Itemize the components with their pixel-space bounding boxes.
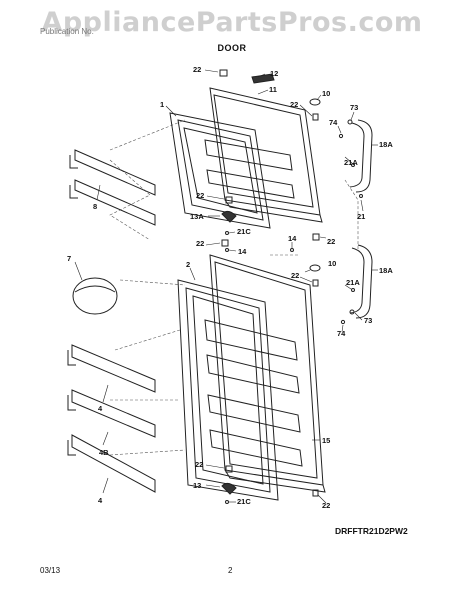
callout-21a: 21A <box>346 278 360 287</box>
callout-10: 10 <box>322 89 330 98</box>
callout-22: 22 <box>195 460 203 469</box>
callout-11: 11 <box>269 85 277 94</box>
callout-73: 73 <box>364 316 372 325</box>
callout-21c: 21C <box>237 497 251 506</box>
callout-7: 7 <box>67 254 71 263</box>
freezer-door-shelves <box>204 139 295 199</box>
lower-handle <box>349 244 373 319</box>
fresh-food-door-shelves <box>204 319 303 467</box>
callout-4: 4 <box>98 496 103 505</box>
freezer-gasket <box>169 112 271 229</box>
small-parts <box>219 69 363 504</box>
callout-21a: 21A <box>344 158 358 167</box>
door-bin-8 <box>69 149 156 226</box>
door-bin-4-lower <box>67 434 156 493</box>
page-title: DOOR <box>217 43 247 53</box>
assembly-lines <box>109 119 359 456</box>
callout-74: 74 <box>337 329 346 338</box>
upper-handle <box>349 119 373 193</box>
callout-1: 1 <box>160 100 164 109</box>
door-bin-4-upper <box>67 344 156 393</box>
door-bin-4b <box>67 389 156 438</box>
callout-22: 22 <box>196 239 204 248</box>
callout-74: 74 <box>329 118 338 127</box>
callout-22: 22 <box>327 237 335 246</box>
leader-lines <box>74 69 378 504</box>
callout-18a: 18A <box>379 266 393 275</box>
callout-4b: 4B <box>99 448 109 457</box>
callout-22: 22 <box>291 271 299 280</box>
callout-22: 22 <box>322 501 330 510</box>
callout-73: 73 <box>350 103 358 112</box>
callout-13a: 13A <box>190 212 204 221</box>
callout-4: 4 <box>98 404 103 413</box>
publication-label: Publication No. <box>40 27 94 36</box>
callout-14: 14 <box>288 234 297 243</box>
callout-21c: 21C <box>237 227 251 236</box>
callout-2: 2 <box>186 260 190 269</box>
callout-8: 8 <box>93 202 97 211</box>
page-number: 2 <box>228 566 233 575</box>
callout-22: 22 <box>290 100 298 109</box>
callout-22: 22 <box>193 65 201 74</box>
callout-18a: 18A <box>379 140 393 149</box>
callout-12: 12 <box>270 69 278 78</box>
watermark-logo: AppliancePartsPros.com <box>41 7 423 38</box>
callout-21: 21 <box>357 212 365 221</box>
callout-22: 22 <box>196 191 204 200</box>
dairy-compartment-7 <box>72 277 118 315</box>
footer-date: 03/13 <box>40 566 61 575</box>
callout-10: 10 <box>328 259 336 268</box>
callout-14: 14 <box>238 247 247 256</box>
model-number: DRFFTR21D2PW2 <box>335 526 408 536</box>
fresh-food-gasket <box>177 279 279 501</box>
callout-15: 15 <box>322 436 330 445</box>
callout-13: 13 <box>193 481 201 490</box>
